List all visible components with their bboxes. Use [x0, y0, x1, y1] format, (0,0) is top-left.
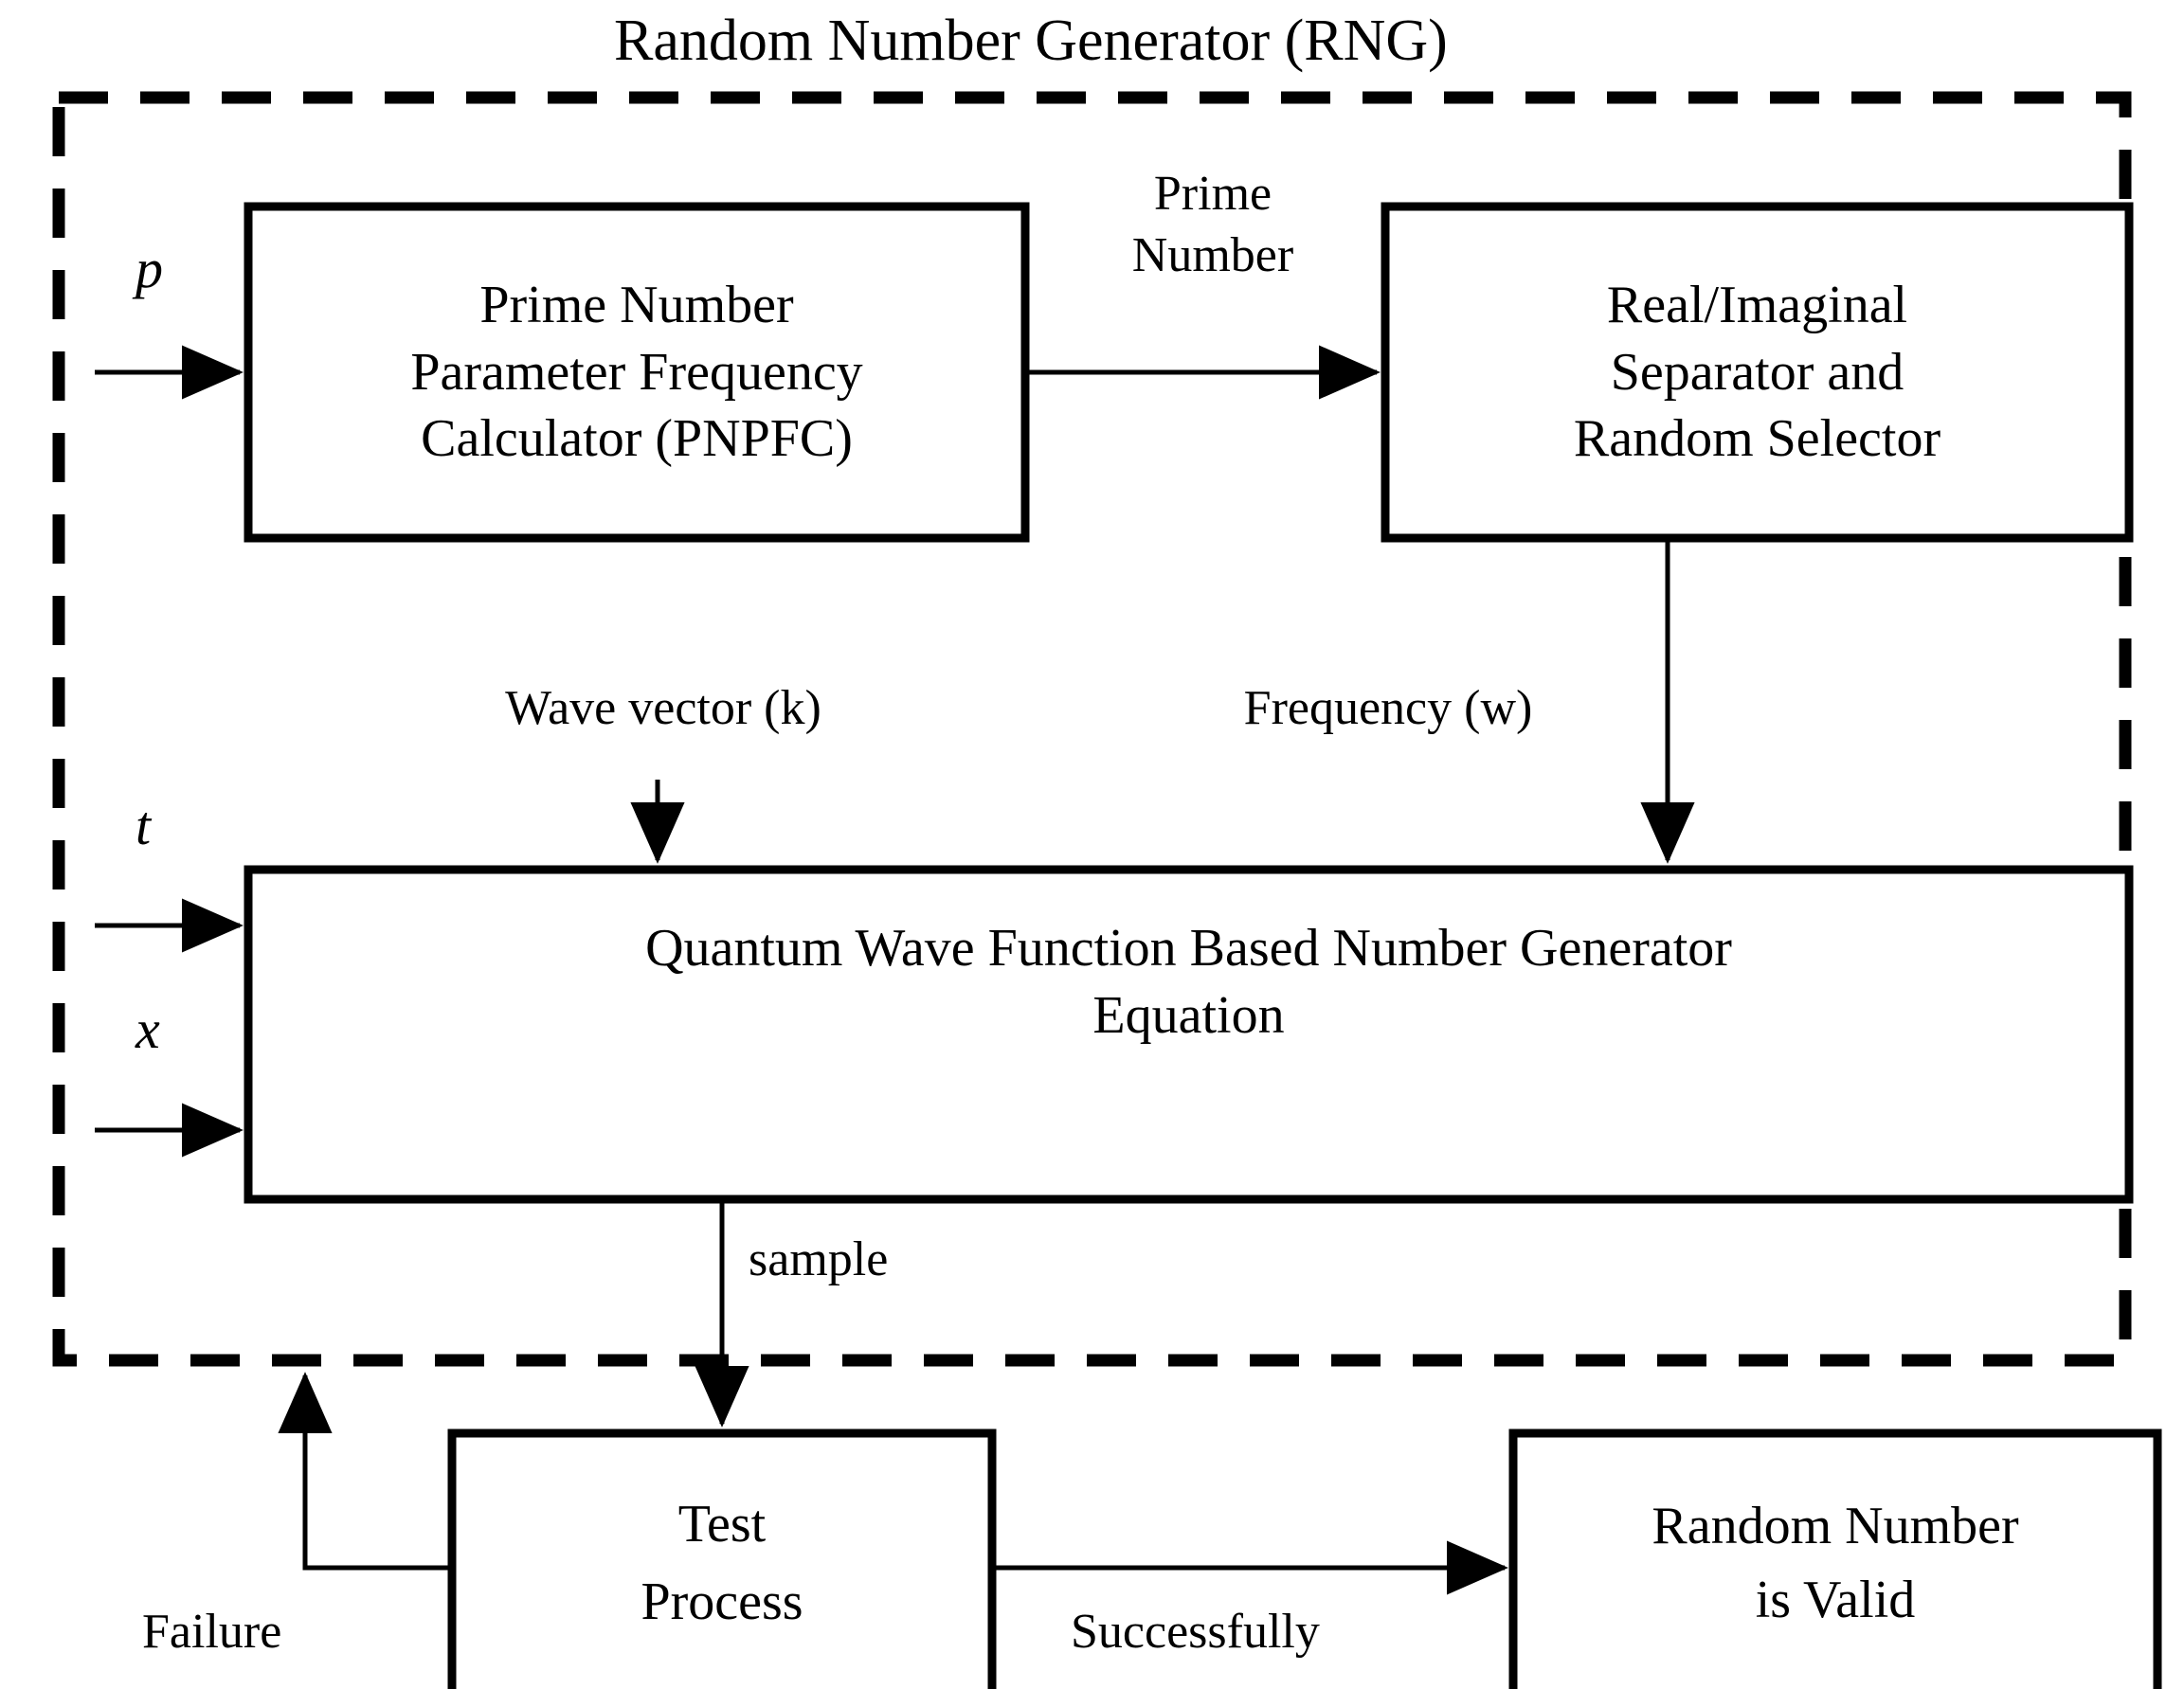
edge-label-frequency-line-1: Frequency (w) — [1243, 681, 1533, 735]
edge-label-successfully-line-1: Successfully — [1071, 1605, 1320, 1659]
arrow-failure — [278, 1372, 449, 1571]
edge-label-failure: Failure — [142, 1601, 388, 1662]
edge-label-successfully: Successfully — [1071, 1601, 1412, 1662]
input-label-p: p — [135, 238, 163, 299]
rng-boundary-dashed — [52, 91, 2132, 1367]
input-label-x: x — [135, 998, 160, 1060]
edge-label-prime-number-line-1: Prime — [1153, 167, 1272, 221]
input-label-t: t — [135, 795, 152, 856]
diagram-title: Random Number Generator (RNG) — [606, 8, 1455, 75]
edge-label-prime-number: Prime Number — [1094, 163, 1331, 286]
edge-label-frequency: Frequency (w) — [1189, 677, 1587, 739]
edge-label-sample: sample — [749, 1229, 995, 1290]
edge-label-wave-vector: Wave vector (k) — [464, 677, 862, 739]
separator-box — [1381, 202, 2134, 543]
edge-label-wave-vector-line-1: Wave vector (k) — [505, 681, 821, 735]
valid-box — [1508, 1428, 2162, 1689]
edge-label-prime-number-line-2: Number — [1131, 228, 1294, 282]
equation-box — [244, 865, 2134, 1204]
test-process-box — [447, 1428, 997, 1689]
edge-label-sample-line-1: sample — [749, 1232, 889, 1286]
edge-label-failure-line-1: Failure — [142, 1605, 282, 1659]
pnpfc-box — [244, 202, 1030, 543]
